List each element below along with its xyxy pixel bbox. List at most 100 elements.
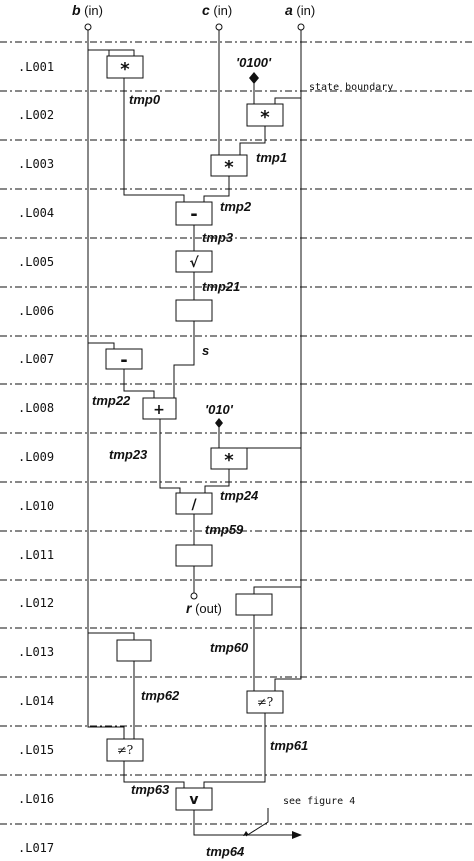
op-box [106, 55, 144, 79]
input-terminal-c [215, 23, 223, 31]
input-suffix: (in) [293, 3, 315, 18]
op-box [246, 103, 284, 127]
level-label: .L003 [18, 157, 54, 171]
wire-b [87, 30, 125, 739]
level-label: .L006 [18, 304, 54, 318]
signal-label: tmp64 [206, 844, 245, 859]
wire-tmp0 [123, 78, 185, 202]
signal-label: tmp1 [256, 150, 287, 165]
signal-label: s [202, 343, 209, 358]
input-labels: b (in) c (in) a (in) [72, 2, 315, 18]
op-box [142, 397, 177, 420]
signal-label: tmp62 [141, 688, 180, 703]
wire-b-to-mul [88, 49, 110, 56]
state-boundary-note: state boundary [309, 82, 393, 93]
input-name: a [285, 2, 293, 18]
op-symbol: - [120, 350, 127, 371]
wire-mul2-to-mul3 [239, 126, 266, 155]
wire-tmp22 [159, 419, 181, 493]
wire-tmp61 [123, 761, 185, 788]
wire-b-to-sub2 [88, 342, 115, 349]
op-box [106, 738, 144, 762]
wire-b-to-mul [109, 49, 135, 56]
operator-boxes: * * * - √ - + * / ≠? ≠? v [105, 55, 284, 811]
level-label: .L014 [18, 694, 54, 708]
wire-a-to-neq [274, 587, 302, 691]
op-symbol: ≠? [257, 695, 274, 709]
input-suffix: (in) [210, 3, 232, 18]
wire-b-to-box13 [88, 632, 135, 640]
signal-label: tmp23 [109, 447, 148, 462]
op-box [175, 544, 213, 567]
op-symbol: / [191, 497, 197, 513]
level-label: .L013 [18, 645, 54, 659]
signal-label: tmp2 [220, 199, 252, 214]
signal-label: tmp22 [92, 393, 131, 408]
op-symbol: * [224, 450, 234, 471]
input-suffix: (in) [81, 3, 103, 18]
signal-label: tmp24 [220, 488, 259, 503]
signal-label: tmp3 [202, 230, 234, 245]
wire-a-to-mul2 [274, 97, 301, 104]
input-label-b: b (in) [72, 2, 103, 18]
wire-tmp24 [204, 469, 230, 493]
op-symbol: * [120, 59, 130, 80]
op-symbol: - [190, 204, 197, 225]
level-label: .L015 [18, 743, 54, 757]
op-symbol: v [189, 792, 198, 808]
state-boundaries [0, 41, 474, 825]
level-label: .L009 [18, 450, 54, 464]
wire-tmp1 [203, 176, 230, 202]
wire-sub2-to-add [123, 369, 155, 398]
op-box [175, 787, 213, 811]
wires [87, 30, 302, 837]
op-box [235, 593, 273, 616]
op-box [246, 690, 284, 714]
op-box [175, 492, 213, 515]
input-label-c: c (in) [202, 2, 232, 18]
input-terminal-a [297, 23, 305, 31]
level-label: .L001 [18, 60, 54, 74]
level-label: .L002 [18, 108, 54, 122]
wire-tmp21 [173, 321, 195, 398]
op-symbol: * [260, 107, 270, 128]
op-box [210, 447, 248, 470]
op-box [175, 250, 213, 273]
wire-tmp60 [203, 713, 266, 788]
input-label-a: a (in) [285, 2, 315, 18]
op-box [175, 299, 213, 322]
arrowhead-icon [243, 831, 249, 836]
level-label: .L008 [18, 401, 54, 415]
op-symbol: √ [189, 255, 199, 271]
op-box [105, 348, 143, 370]
arrowhead-icon [292, 831, 302, 839]
level-label: .L012 [18, 596, 54, 610]
diamond-icon [249, 72, 259, 84]
level-label: .L011 [18, 548, 54, 562]
output-name: r [186, 600, 193, 616]
input-name: c [202, 2, 210, 18]
op-symbol: * [224, 157, 234, 178]
level-label: .L016 [18, 792, 54, 806]
level-label: .L005 [18, 255, 54, 269]
wire-a [247, 30, 302, 449]
level-label: .L010 [18, 499, 54, 513]
wire-figure-pointer [245, 808, 269, 837]
constant-label: '0100' [236, 55, 272, 70]
op-box [210, 154, 248, 177]
op-symbol: ≠? [117, 743, 134, 757]
output-terminal-r [190, 592, 198, 600]
figure-reference-note: see figure 4 [283, 796, 355, 807]
terminals [84, 23, 305, 600]
constant-label: '010' [205, 402, 234, 417]
op-symbol: + [153, 402, 165, 418]
level-label: .L007 [18, 352, 54, 366]
wire-tmp64 [193, 810, 292, 836]
signal-label: tmp0 [129, 92, 161, 107]
level-label: .L017 [18, 841, 54, 855]
wire-a-to-box12 [253, 448, 302, 594]
signal-label: tmp61 [270, 738, 308, 753]
output-label-r: r (out) [186, 600, 222, 616]
op-box [175, 201, 213, 226]
